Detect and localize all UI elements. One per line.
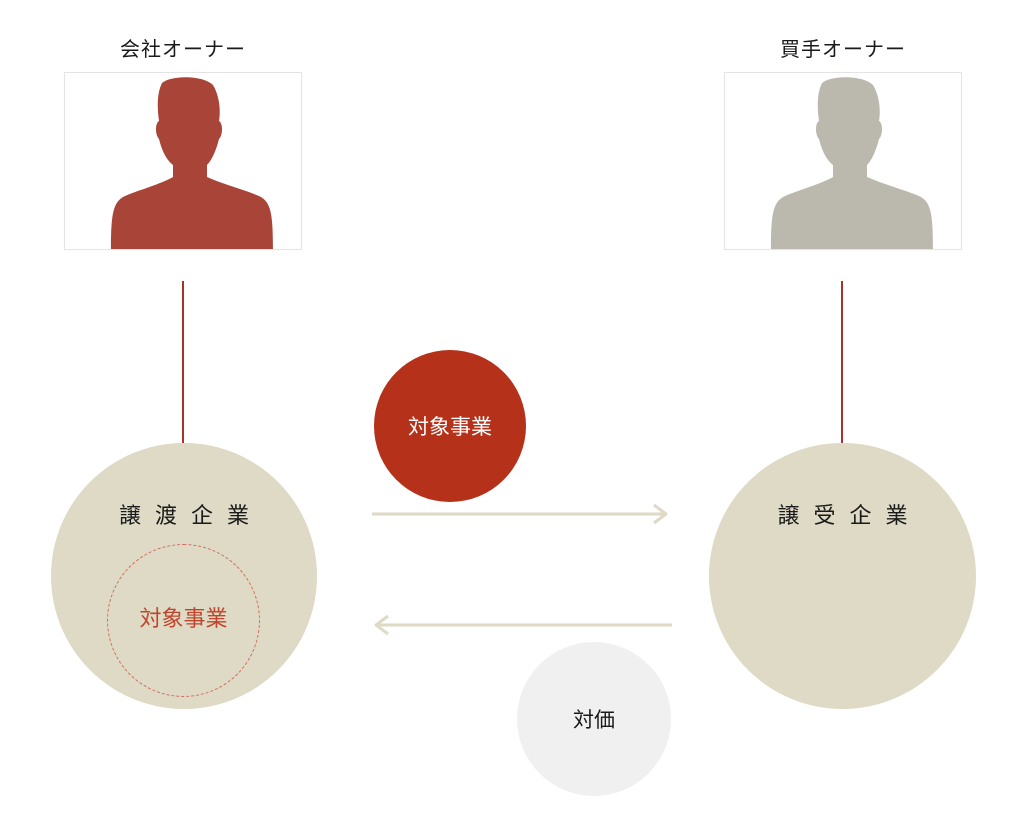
seller-company-circle: 譲渡企業 対象事業 xyxy=(51,443,317,709)
buyer-owner-card xyxy=(724,72,962,250)
buyer-connector-line xyxy=(841,281,843,443)
buyer-company-label: 譲受企業 xyxy=(777,504,922,529)
target-business-dashed-circle: 対象事業 xyxy=(107,544,260,697)
seller-owner-card xyxy=(64,72,302,250)
target-business-inner-label: 対象事業 xyxy=(139,607,228,632)
seller-connector-line xyxy=(182,281,184,443)
buyer-owner-label: 買手オーナー xyxy=(780,37,906,61)
person-silhouette-icon xyxy=(771,77,933,249)
transfer-business-bubble: 対象事業 xyxy=(374,350,526,502)
seller-owner-label: 会社オーナー xyxy=(120,37,246,61)
seller-company-label: 譲渡企業 xyxy=(118,504,263,529)
buyer-company-circle: 譲受企業 xyxy=(709,443,976,709)
person-silhouette-icon xyxy=(111,77,273,249)
transfer-business-label: 対象事業 xyxy=(408,415,492,439)
consideration-bubble: 対価 xyxy=(517,642,671,796)
transfer-arrow xyxy=(372,503,668,525)
consideration-arrow xyxy=(374,614,672,636)
consideration-label: 対価 xyxy=(573,708,615,732)
